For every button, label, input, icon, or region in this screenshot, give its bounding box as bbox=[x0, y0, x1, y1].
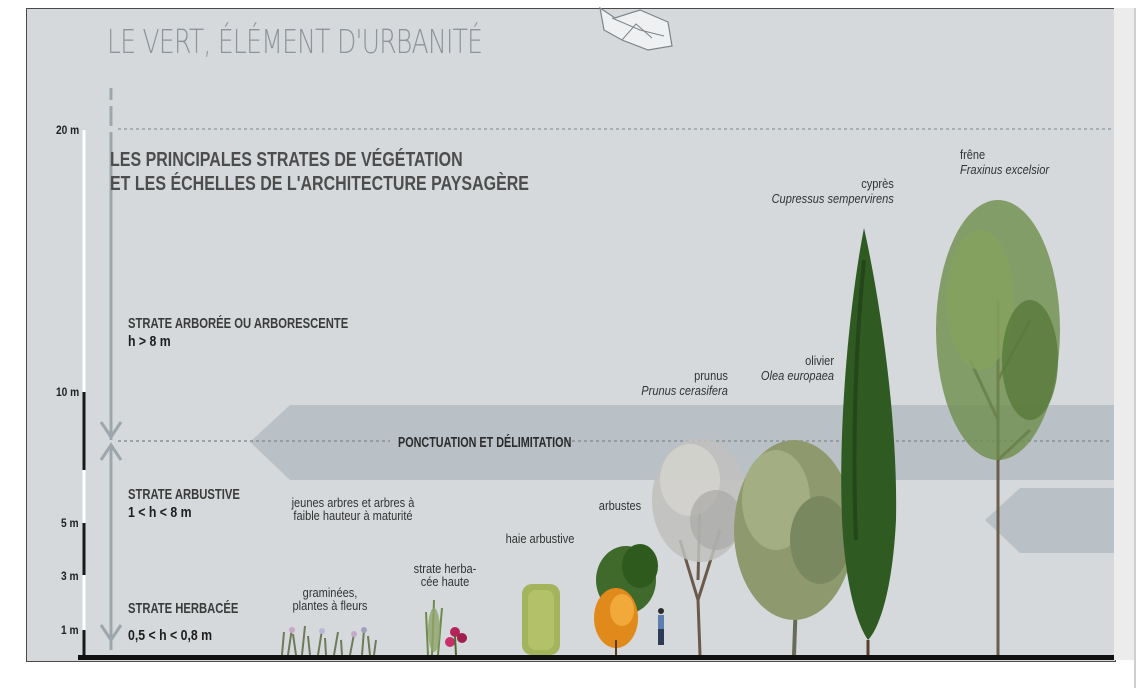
scale-label-10m: 10 m bbox=[56, 385, 80, 399]
graminees-label-line-1: graminées, bbox=[302, 585, 358, 600]
scale-label-5m: 5 m bbox=[61, 516, 79, 530]
subtitle-line-2: ET LES ÉCHELLES DE L'ARCHITECTURE PAYSAG… bbox=[110, 173, 529, 195]
haie-arbustive-icon bbox=[522, 584, 560, 655]
strate-haute-label: strate herba- cée haute bbox=[407, 562, 484, 588]
strata-arboree-name: STRATE ARBORÉE OU ARBORESCENTE bbox=[128, 315, 349, 332]
diagram-panel bbox=[26, 8, 1116, 662]
jeunes-arbres-label-line-2: faible hauteur à maturité bbox=[293, 508, 413, 523]
strata-arbustive-range: 1 < h < 8 m bbox=[128, 504, 192, 521]
frene-common-name: frêne bbox=[960, 147, 986, 162]
prunus-latin-name: Prunus cerasifera bbox=[641, 383, 728, 398]
graminees-icon bbox=[281, 625, 377, 656]
prunus-common-name: prunus bbox=[694, 368, 728, 383]
decorative-figure-icon bbox=[599, 6, 673, 51]
subtitle-line-1: LES PRINCIPALES STRATES DE VÉGÉTATION bbox=[110, 149, 463, 171]
delimitation-band bbox=[250, 405, 1114, 480]
graminees-label-line-2: plantes à fleurs bbox=[292, 598, 368, 613]
strate-haute-label-line-2: cée haute bbox=[420, 574, 470, 589]
cypres-common-name: cyprès bbox=[861, 176, 894, 191]
graminees-label: graminées, plantes à fleurs bbox=[271, 586, 390, 612]
strata-arboree-range: h > 8 m bbox=[128, 333, 171, 350]
page-margin bbox=[1114, 8, 1134, 660]
jeunes-arbres-label-line-1: jeunes arbres et arbres à bbox=[291, 495, 415, 510]
scale-label-20m: 20 m bbox=[56, 123, 80, 137]
prunus-label: prunus Prunus cerasifera bbox=[641, 368, 728, 398]
page-title: LE VERT, ÉLÉMENT D'URBANITÉ bbox=[107, 22, 483, 61]
frene-label: frêne Fraxinus excelsior bbox=[960, 147, 1049, 177]
haie-label: haie arbustive bbox=[505, 531, 575, 546]
scale-label-3m: 3 m bbox=[61, 569, 79, 583]
arbustes-icon bbox=[594, 544, 658, 655]
olivier-common-name: olivier bbox=[805, 353, 834, 368]
strata-herbacee-name: STRATE HERBACÉE bbox=[128, 600, 239, 617]
ground-line bbox=[78, 655, 1114, 660]
scale-label-1m: 1 m bbox=[61, 623, 79, 637]
frene-tree-icon bbox=[936, 200, 1060, 655]
diagram-subtitle: LES PRINCIPALES STRATES DE VÉGÉTATION ET… bbox=[110, 148, 529, 196]
band-label: PONCTUATION ET DÉLIMITATION bbox=[398, 434, 572, 451]
arbustes-label: arbustes bbox=[598, 498, 642, 513]
cypres-latin-name: Cupressus sempervirens bbox=[771, 191, 894, 206]
delimitation-band-lower bbox=[985, 488, 1114, 553]
strata-herbacee-range: 0,5 < h < 0,8 m bbox=[128, 627, 213, 644]
jeunes-arbres-label: jeunes arbres et arbres à faible hauteur… bbox=[281, 496, 426, 522]
strata-arbustive-name: STRATE ARBUSTIVE bbox=[128, 486, 240, 503]
cypres-tree-icon bbox=[841, 228, 897, 655]
olivier-latin-name: Olea europaea bbox=[760, 368, 834, 383]
prunus-tree-icon bbox=[652, 438, 748, 656]
cypres-label: cyprès Cupressus sempervirens bbox=[772, 176, 894, 206]
strate-herbacee-haute-icon bbox=[425, 599, 467, 656]
height-scale-arrow bbox=[99, 88, 123, 650]
page-edge bbox=[1134, 8, 1136, 688]
olivier-label: olivier Olea europaea bbox=[761, 353, 834, 383]
frene-latin-name: Fraxinus excelsior bbox=[960, 162, 1050, 177]
strate-haute-label-line-1: strate herba- bbox=[413, 561, 477, 576]
person-icon bbox=[658, 608, 664, 645]
olivier-tree-icon bbox=[734, 440, 854, 656]
